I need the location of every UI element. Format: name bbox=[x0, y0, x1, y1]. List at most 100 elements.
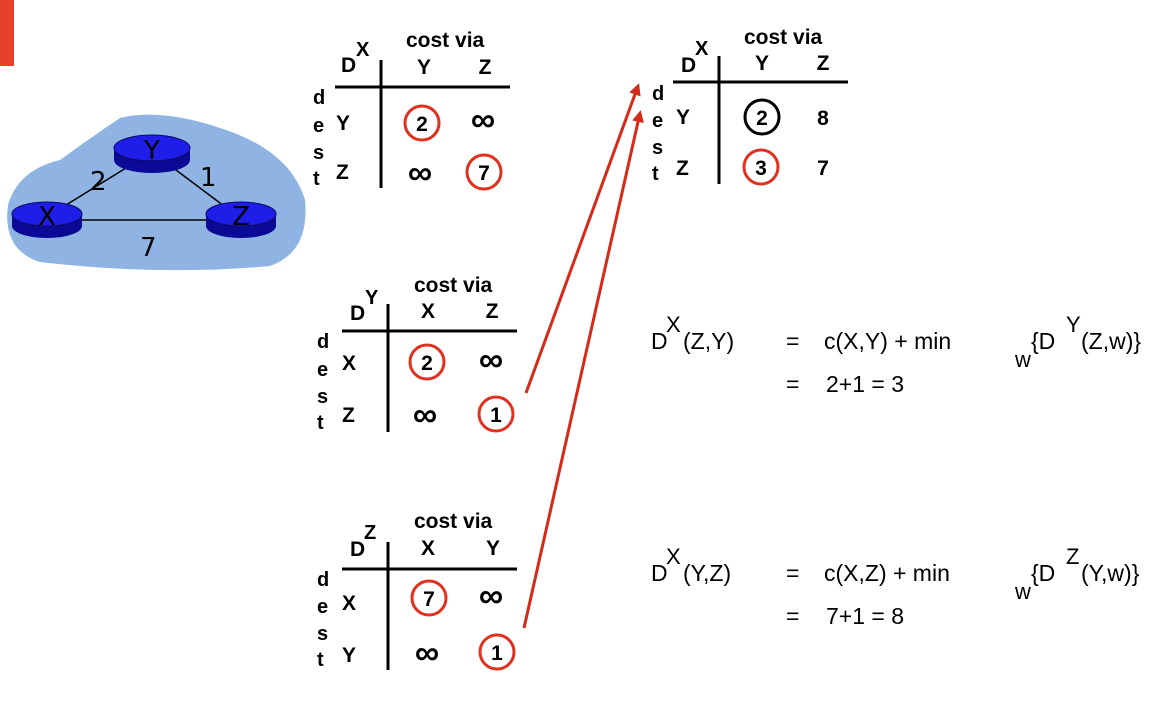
eq-rhs-sup: Z bbox=[1066, 544, 1079, 569]
table-owner-sup: X bbox=[356, 39, 370, 61]
row-dest-y: Y bbox=[336, 112, 350, 135]
dest-letter-s: s bbox=[652, 137, 663, 159]
eq-lhs-args: (Z,Y) bbox=[683, 328, 734, 354]
dest-letter-t: t bbox=[313, 168, 320, 190]
col-header-y: Y bbox=[486, 537, 500, 560]
dest-letter-e: e bbox=[652, 110, 663, 132]
selected-circle bbox=[743, 98, 781, 136]
table-dz: D Z cost via X Y d e s t X Y 7 ∞ ∞ 1 bbox=[317, 510, 517, 672]
cell-y-via-y: 1 bbox=[491, 642, 503, 665]
update-arrow-from-dy bbox=[524, 83, 641, 394]
row-dest-y: Y bbox=[676, 106, 690, 129]
dest-letter-d: d bbox=[317, 331, 329, 353]
col-header-y: Y bbox=[417, 56, 431, 79]
cell-x-via-z: ∞ bbox=[479, 341, 503, 379]
dest-letter-e: e bbox=[313, 115, 324, 137]
router-x-label: X bbox=[38, 202, 56, 232]
table-header: cost via bbox=[406, 29, 485, 52]
equation-dx-yz: D X (Y,Z) = c(X,Z) + min w {D Z (Y,w)} =… bbox=[651, 544, 1140, 629]
highlight-circle bbox=[477, 395, 515, 433]
table-owner-sup: Y bbox=[365, 287, 379, 309]
dest-letter-t: t bbox=[317, 412, 324, 434]
eq-lhs-args: (Y,Z) bbox=[683, 560, 731, 586]
eq-lhs-base: D bbox=[651, 328, 668, 354]
table-owner-sup: Z bbox=[364, 522, 376, 544]
dest-letter-d: d bbox=[317, 569, 329, 591]
col-header-x: X bbox=[421, 300, 435, 323]
dest-letter-s: s bbox=[317, 623, 328, 645]
eq-rhs-part2: {D bbox=[1031, 560, 1055, 586]
eq-equals: = bbox=[786, 603, 799, 629]
eq-rhs-sup: Y bbox=[1066, 312, 1081, 337]
eq-equals: = bbox=[786, 328, 799, 354]
cell-y-via-z: ∞ bbox=[471, 101, 495, 139]
col-header-y: Y bbox=[755, 52, 769, 75]
table-header: cost via bbox=[414, 274, 493, 297]
cell-z-via-z: 7 bbox=[478, 162, 490, 185]
router-y: Y bbox=[113, 134, 191, 173]
eq-rhs-sub: w bbox=[1014, 347, 1031, 372]
dest-letter-t: t bbox=[317, 649, 324, 671]
eq-rhs-part3: (Z,w)} bbox=[1081, 328, 1141, 354]
cell-y-via-y: 2 bbox=[756, 107, 768, 130]
eq-rhs-sub: w bbox=[1014, 579, 1031, 604]
edge-cost-yz: 1 bbox=[200, 163, 217, 193]
cell-z-via-z: 1 bbox=[490, 404, 502, 427]
eq-lhs-sup: X bbox=[666, 312, 681, 337]
table-owner: D bbox=[341, 54, 356, 77]
table-owner-sup: X bbox=[695, 38, 709, 60]
table-owner: D bbox=[350, 538, 365, 561]
cell-z-via-z: 7 bbox=[817, 157, 829, 180]
row-dest-z: Z bbox=[336, 161, 349, 184]
cell-x-via-y: ∞ bbox=[479, 577, 503, 615]
router-x: X bbox=[11, 201, 83, 238]
update-arrow-from-dz bbox=[522, 110, 644, 629]
dest-letter-t: t bbox=[652, 163, 659, 185]
table-dx-updated: D X cost via Y Z d e s t Y Z 2 8 3 7 bbox=[652, 26, 848, 186]
row-dest-x: X bbox=[342, 352, 356, 375]
row-dest-y: Y bbox=[342, 644, 356, 667]
eq-result: 2+1 = 3 bbox=[826, 371, 904, 397]
network-graph: Y X Z 2 1 7 bbox=[7, 114, 306, 271]
row-dest-z: Z bbox=[342, 404, 355, 427]
eq-equals: = bbox=[786, 560, 799, 586]
col-header-x: X bbox=[421, 537, 435, 560]
col-header-z: Z bbox=[479, 56, 492, 79]
slide-accent-bar bbox=[0, 0, 14, 66]
cell-x-via-x: 7 bbox=[423, 588, 435, 611]
cell-y-via-x: ∞ bbox=[415, 634, 439, 672]
row-dest-z: Z bbox=[676, 157, 689, 180]
highlight-circle bbox=[465, 153, 503, 191]
dest-letter-e: e bbox=[317, 596, 328, 618]
highlight-circle bbox=[478, 633, 516, 671]
eq-rhs-part1: c(X,Z) + min bbox=[824, 560, 950, 586]
highlight-circle bbox=[410, 579, 448, 617]
table-dx-initial: D X cost via Y Z d e s t Y Z 2 ∞ ∞ 7 bbox=[313, 29, 510, 192]
highlight-circle bbox=[403, 104, 441, 142]
eq-rhs-part3: (Y,w)} bbox=[1081, 560, 1140, 586]
table-owner: D bbox=[350, 302, 365, 325]
table-header: cost via bbox=[414, 510, 493, 533]
router-z: Z bbox=[205, 201, 277, 238]
cell-z-via-y: ∞ bbox=[408, 154, 432, 192]
table-owner: D bbox=[681, 54, 696, 77]
equation-dx-zy: D X (Z,Y) = c(X,Y) + min w {D Y (Z,w)} =… bbox=[651, 312, 1141, 397]
edge-cost-xz: 7 bbox=[140, 233, 157, 263]
dest-letter-s: s bbox=[313, 142, 324, 164]
cell-y-via-z: 8 bbox=[817, 107, 829, 130]
dest-letter-d: d bbox=[313, 87, 325, 109]
router-z-label: Z bbox=[232, 202, 250, 232]
table-header: cost via bbox=[744, 26, 823, 49]
col-header-z: Z bbox=[817, 52, 830, 75]
highlight-circle bbox=[408, 343, 446, 381]
cell-y-via-y: 2 bbox=[416, 113, 428, 136]
col-header-z: Z bbox=[486, 300, 499, 323]
eq-rhs-part2: {D bbox=[1031, 328, 1055, 354]
eq-lhs-base: D bbox=[651, 560, 668, 586]
cell-z-via-y: 3 bbox=[755, 157, 767, 180]
table-dy: D Y cost via X Z d e s t X Z 2 ∞ ∞ 1 bbox=[317, 274, 517, 434]
dest-letter-d: d bbox=[652, 83, 664, 105]
eq-result: 7+1 = 8 bbox=[826, 603, 904, 629]
highlight-circle bbox=[742, 148, 780, 186]
